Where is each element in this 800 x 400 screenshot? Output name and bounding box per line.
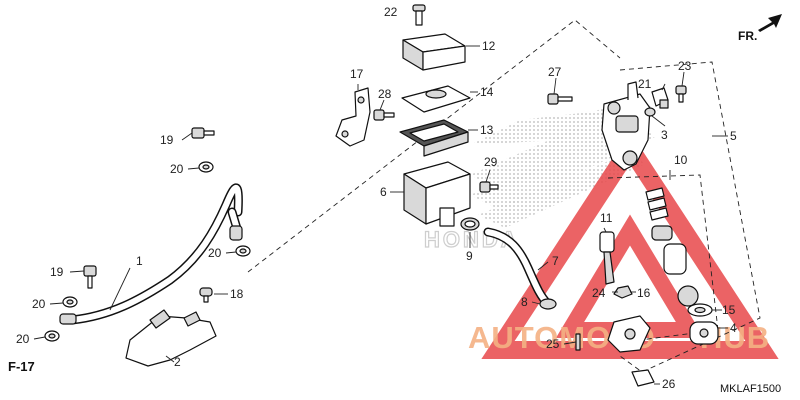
callout-8: 8	[521, 295, 528, 309]
callout-20-d: 20	[16, 332, 30, 346]
callout-3: 3	[661, 128, 668, 142]
callout-2: 2	[174, 355, 181, 369]
callout-9: 9	[466, 249, 473, 263]
o-ring-3-part	[644, 107, 656, 117]
front-direction-indicator: FR.	[738, 14, 782, 43]
callout-15: 15	[722, 303, 736, 317]
banjo-bolt-19-lower-part	[83, 265, 97, 289]
callout-4: 4	[730, 321, 737, 335]
callout-20-b: 20	[208, 246, 222, 260]
washer-20-d-part	[44, 330, 60, 342]
callout-18: 18	[230, 287, 244, 301]
diaphragm-13-part	[399, 119, 469, 157]
bracket-17-part	[335, 87, 371, 147]
nut-24-part	[613, 285, 633, 299]
arrow-up-right-icon	[758, 14, 782, 32]
hose-clip-8-part	[539, 298, 557, 310]
push-rod-4-part	[689, 321, 719, 345]
callout-7: 7	[552, 254, 559, 268]
spring-10-part	[645, 187, 669, 221]
clip-18-part	[199, 287, 213, 303]
washer-20-b-part	[235, 245, 251, 257]
callout-19-upper: 19	[160, 133, 174, 147]
callout-labels: 1 2 3 4 5 6 7 8 9 10 11 12 13 14 15 16 1…	[16, 5, 737, 391]
screw-23-part	[675, 85, 687, 103]
callout-1: 1	[136, 254, 143, 268]
washer-20-c-part	[62, 296, 78, 308]
washer-15-part	[687, 303, 713, 317]
callout-6: 6	[380, 185, 387, 199]
callout-16: 16	[637, 286, 651, 300]
screw-22-part	[412, 4, 426, 26]
callout-27: 27	[548, 65, 562, 79]
brake-hose-1-part	[59, 183, 243, 325]
callout-20-a: 20	[170, 162, 184, 176]
reservoir-cap-12-part	[402, 33, 466, 71]
reservoir-hose-7-part	[483, 227, 553, 309]
clevis-bracket-part	[607, 315, 651, 353]
reference-label-f17: F-17	[8, 359, 35, 374]
washer-20-a-part	[198, 161, 214, 173]
hose-clamp-9-part	[460, 217, 480, 231]
callout-14: 14	[480, 85, 494, 99]
assembly-outline-right	[619, 61, 761, 373]
bolt-27-part	[547, 93, 573, 105]
callout-19-lower: 19	[50, 265, 64, 279]
joint-21-part	[651, 87, 669, 109]
diagram-code: MKLAF1500	[720, 383, 781, 395]
callout-17: 17	[350, 67, 364, 81]
assembly-outline-master-cylinder	[247, 19, 621, 273]
callout-21: 21	[638, 77, 652, 91]
plate-14-part	[401, 85, 471, 113]
bolt-29-part	[479, 181, 499, 193]
reservoir-body-6-part	[403, 161, 471, 227]
callout-24: 24	[592, 286, 606, 300]
callout-28: 28	[378, 87, 392, 101]
front-direction-label: FR.	[738, 29, 757, 43]
callout-29: 29	[484, 155, 498, 169]
assembly-outline-piston	[607, 174, 719, 341]
pin-25-part	[575, 333, 581, 351]
master-cylinder-5-part	[601, 81, 651, 171]
hose-guide-2-part	[125, 309, 217, 367]
callout-10: 10	[674, 153, 688, 167]
callout-22: 22	[384, 5, 398, 19]
bolt-28-part	[373, 109, 395, 121]
banjo-bolt-19-upper-part	[191, 127, 215, 139]
rod-11-part	[599, 231, 615, 285]
callout-5: 5	[730, 129, 737, 143]
callout-20-c: 20	[32, 297, 46, 311]
callout-26: 26	[662, 377, 676, 391]
callout-13: 13	[480, 123, 494, 137]
callout-25: 25	[546, 337, 560, 351]
piston-10-part	[651, 225, 699, 307]
leader-lines	[33, 45, 728, 385]
callout-23: 23	[678, 59, 692, 73]
callout-12: 12	[482, 39, 496, 53]
clip-26-part	[631, 369, 655, 387]
callout-11: 11	[600, 211, 613, 225]
